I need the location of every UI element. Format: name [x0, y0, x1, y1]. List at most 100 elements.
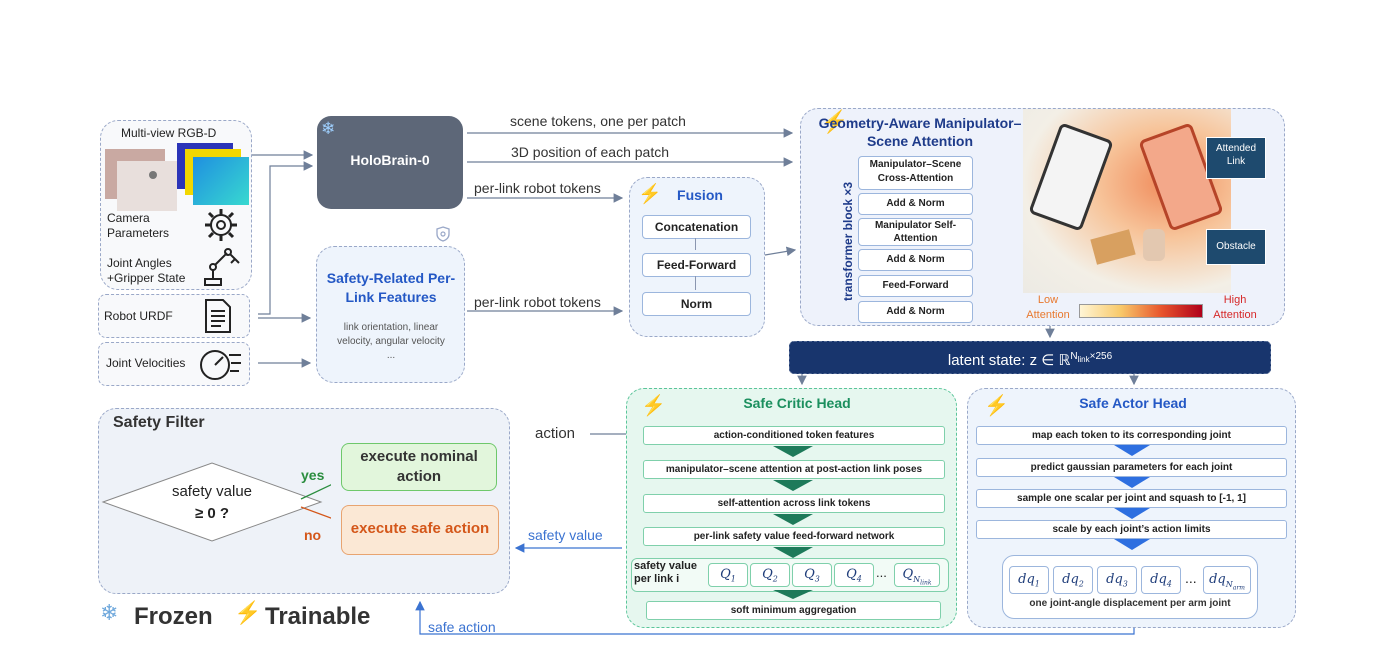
fusion-step-concat: Concatenation [642, 215, 751, 239]
q-label: safety value per link i [634, 560, 697, 585]
actor-step-1: map each token to its corresponding join… [976, 426, 1287, 445]
camera-label: Camera Parameters [107, 211, 170, 240]
safety-filter-title: Safety Filter [113, 414, 205, 431]
latent-text: latent state: z ∈ ℝ [947, 352, 1071, 369]
joint-angles-label: Joint Angles +Gripper State [107, 256, 186, 285]
safety-features-block: Safety-Related Per-Link Features link or… [316, 246, 465, 383]
latent-sup-sub: link [1077, 355, 1090, 364]
safe-actor-head: ⚡ Safe Actor Head map each token to its … [967, 388, 1296, 628]
q-value-1: Q1 [708, 563, 748, 587]
dq-output-box: dq1 dq2 dq3 dq4 ... dqNarm one joint-ang… [1002, 555, 1258, 619]
latent-sup: N [1070, 351, 1078, 362]
scene-tokens-label: scene tokens, one per patch [510, 113, 686, 129]
high-attention-label: High Attention [1213, 294, 1257, 321]
latent-state-bar: latent state: z ∈ ℝNlink×256 [789, 341, 1271, 374]
dq-label: one joint-angle displacement per arm joi… [1029, 598, 1231, 609]
rgbd-image-stack [105, 143, 249, 211]
lightning-icon: ⚡ [984, 395, 1009, 417]
safe-action-label: safe action [428, 619, 496, 635]
safety-features-desc: link orientation, linear velocity, angul… [337, 322, 445, 347]
layer-cross-attention: Manipulator–Scene Cross-Attention [858, 156, 973, 190]
lightning-icon: ⚡ [234, 600, 262, 625]
actor-step-4: scale by each joint’s action limits [976, 520, 1287, 539]
velocities-input: Joint Velocities [98, 342, 250, 386]
dq-value-1: dq1 [1009, 566, 1049, 594]
critic-aggregation: soft minimum aggregation [646, 601, 941, 620]
attention-heatmap-image [1023, 109, 1231, 293]
no-label: no [304, 527, 322, 543]
shield-icon [436, 226, 450, 247]
layer-feed-forward: Feed-Forward [858, 275, 973, 297]
latent-sup-tail: ×256 [1089, 351, 1113, 362]
layer-add-norm-3: Add & Norm [858, 301, 973, 323]
critic-step-4: per-link safety value feed-forward netwo… [643, 527, 945, 546]
lightning-icon: ⚡ [638, 184, 662, 205]
actor-title: Safe Actor Head [1079, 395, 1187, 411]
document-icon [203, 298, 233, 339]
safety-features-title: Safety-Related Per-Link Features [326, 270, 456, 305]
safety-features-ellipsis: ... [386, 350, 396, 361]
actor-step-3: sample one scalar per joint and squash t… [976, 489, 1287, 508]
q-value-2: Q2 [750, 563, 790, 587]
gear-icon [203, 207, 239, 248]
holobrain-title: HoloBrain-0 [350, 152, 430, 168]
fusion-block: ⚡ Fusion Concatenation Feed-Forward Norm [629, 177, 765, 337]
urdf-input: Robot URDF [98, 294, 250, 338]
block-label: transformer block ×3 [841, 181, 855, 301]
attention-colorbar [1079, 304, 1203, 318]
safety-filter-block: Safety Filter safety value ≥ 0 ? yes no … [98, 408, 510, 594]
input-panel: Multi-view RGB-D Camera Parameters Joint… [100, 120, 252, 290]
yes-label: yes [301, 467, 325, 483]
critic-step-2: manipulator–scene attention at post-acti… [643, 460, 945, 479]
action-label: action [535, 425, 576, 442]
position-3d-label: 3D position of each patch [511, 144, 669, 160]
fusion-step-norm: Norm [642, 292, 751, 316]
execute-safe-action: execute safe action [341, 505, 499, 555]
q-boxes: Q1 Q2 Q3 Q4 ... QNlink [708, 563, 944, 587]
q-ellipsis: ... [876, 565, 887, 580]
safety-value-label: safety value [528, 527, 603, 543]
dq-value-4: dq4 [1141, 566, 1181, 594]
velocities-label: Joint Velocities [106, 356, 186, 370]
rgbd-label: Multi-view RGB-D [121, 126, 217, 140]
q-value-row: safety value per link i Q1 Q2 Q3 Q4 ... … [631, 558, 949, 592]
holobrain-block: ❄ HoloBrain-0 [317, 116, 463, 209]
per-link-tokens-label-1: per-link robot tokens [474, 180, 601, 196]
q-value-3: Q3 [792, 563, 832, 587]
geometry-title: Geometry-Aware Manipulator–Scene Attenti… [818, 115, 1022, 149]
per-link-tokens-label-2: per-link robot tokens [474, 294, 601, 310]
critic-title: Safe Critic Head [743, 395, 851, 411]
critic-step-1: action-conditioned token features [643, 426, 945, 445]
dq-value-2: dq2 [1053, 566, 1093, 594]
lightning-icon: ⚡ [641, 395, 666, 417]
q-value-4: Q4 [834, 563, 874, 587]
lightning-icon: ⚡ [821, 109, 849, 134]
attended-link-label: Attended Link [1206, 137, 1266, 179]
dq-ellipsis: ... [1185, 570, 1197, 586]
fusion-title: Fusion [677, 187, 723, 203]
snowflake-icon: ❄ [321, 119, 336, 138]
obstacle-label: Obstacle [1206, 229, 1266, 265]
dq-value-n: dqNarm [1203, 566, 1251, 594]
critic-step-3: self-attention across link tokens [643, 494, 945, 513]
speedometer-icon [199, 345, 243, 388]
safe-critic-head: ⚡ Safe Critic Head action-conditioned to… [626, 388, 957, 628]
dq-boxes: dq1 dq2 dq3 dq4 ... dqNarm [1009, 566, 1255, 594]
legend-frozen: Frozen [134, 603, 213, 630]
decision-condition-1: safety value [171, 483, 253, 500]
q-value-n: QNlink [894, 563, 940, 587]
urdf-label: Robot URDF [104, 309, 173, 323]
layer-self-attention: Manipulator Self-Attention [858, 218, 973, 246]
dq-value-3: dq3 [1097, 566, 1137, 594]
decision-condition-2: ≥ 0 ? [194, 505, 230, 522]
actor-step-2: predict gaussian parameters for each joi… [976, 458, 1287, 477]
execute-nominal-action: execute nominal action [341, 443, 497, 491]
layer-add-norm-2: Add & Norm [858, 249, 973, 271]
decision-diamond [101, 462, 331, 542]
legend-trainable: Trainable [265, 603, 371, 630]
snowflake-icon: ❄ [100, 600, 119, 625]
fusion-step-ff: Feed-Forward [642, 253, 751, 277]
geometry-attention-block: ⚡ Geometry-Aware Manipulator–Scene Atten… [800, 108, 1285, 326]
robot-arm-icon [201, 245, 241, 292]
